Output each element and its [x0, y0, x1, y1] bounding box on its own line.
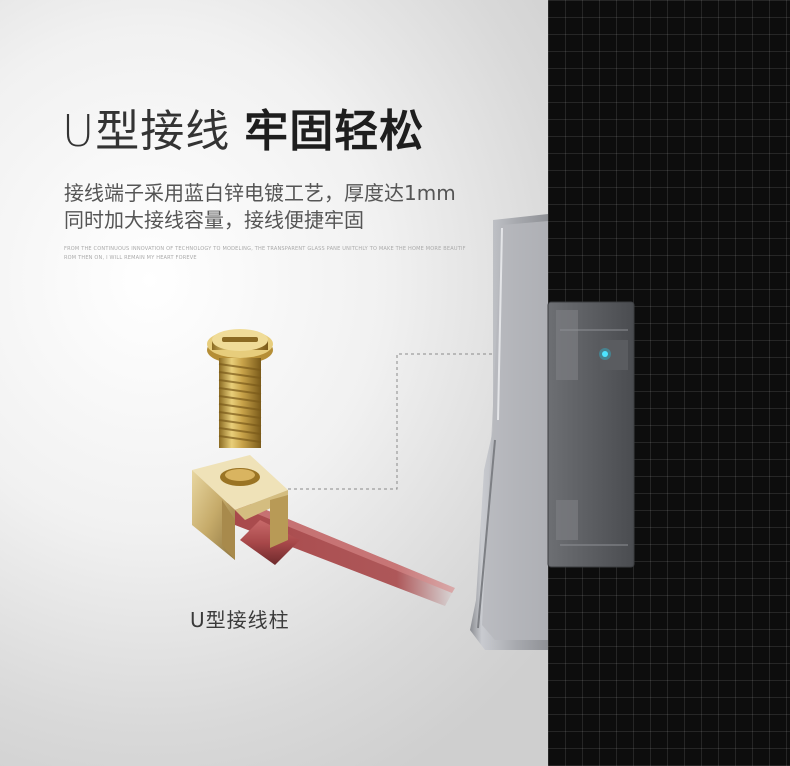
description: 接线端子采用蓝白锌电镀工艺，厚度达1mm 同时加大接线容量，接线便捷牢固	[64, 180, 456, 234]
headline-bold: 牢固轻松	[244, 106, 425, 157]
part-label: U型接线柱	[190, 608, 290, 632]
fine-print-line-2: ROM THEN ON, I WILL REMAIN MY HEART FORE…	[64, 255, 197, 261]
description-line-1: 接线端子采用蓝白锌电镀工艺，厚度达1mm	[64, 181, 456, 205]
led-indicator-icon	[599, 348, 611, 360]
u-terminal	[192, 455, 288, 560]
headline: U型接线牢固轻松	[62, 106, 424, 158]
callout-line	[288, 353, 603, 490]
brass-screw	[207, 329, 273, 448]
headline-light: U型接线	[62, 106, 231, 157]
description-line-2: 同时加大接线容量，接线便捷牢固	[64, 208, 364, 232]
fine-print-line-1: FROM THE CONTINUOUS INNOVATION OF TECHNO…	[64, 246, 466, 252]
switch-side-view	[470, 214, 635, 650]
fine-print: FROM THE CONTINUOUS INNOVATION OF TECHNO…	[64, 245, 466, 263]
background-light	[0, 0, 548, 766]
